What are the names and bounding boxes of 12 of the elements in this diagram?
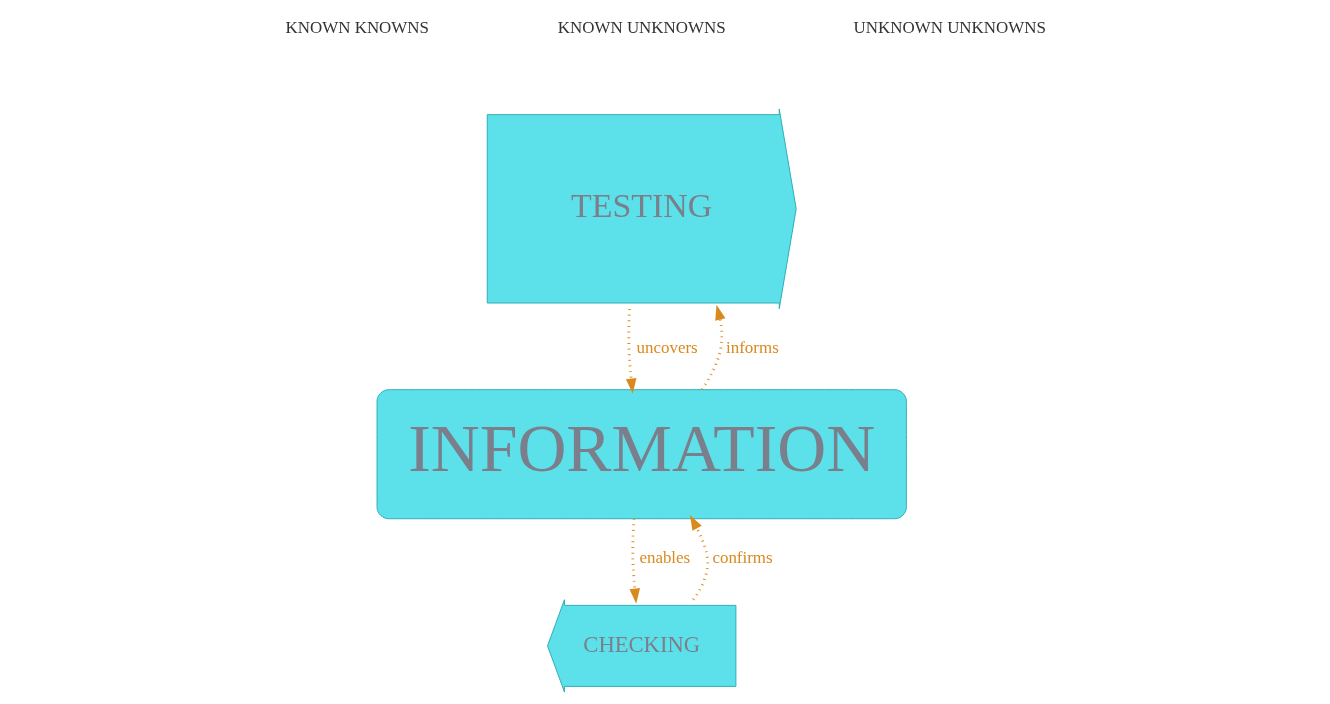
label: UNKNOWN UNKNOWNS xyxy=(853,18,1046,38)
arrow xyxy=(689,514,709,601)
edge-label: enables xyxy=(638,548,690,568)
edge-label: confirms xyxy=(711,548,773,568)
edge-label: informs xyxy=(725,338,779,358)
node-box: INFORMATION xyxy=(376,389,907,520)
label: KNOWN UNKNOWNS xyxy=(557,18,726,38)
arrow xyxy=(700,304,725,391)
arrow xyxy=(628,518,640,604)
label: KNOWN KNOWNS xyxy=(285,18,429,38)
edge-label: uncovers xyxy=(636,338,698,358)
arrow xyxy=(625,308,636,394)
